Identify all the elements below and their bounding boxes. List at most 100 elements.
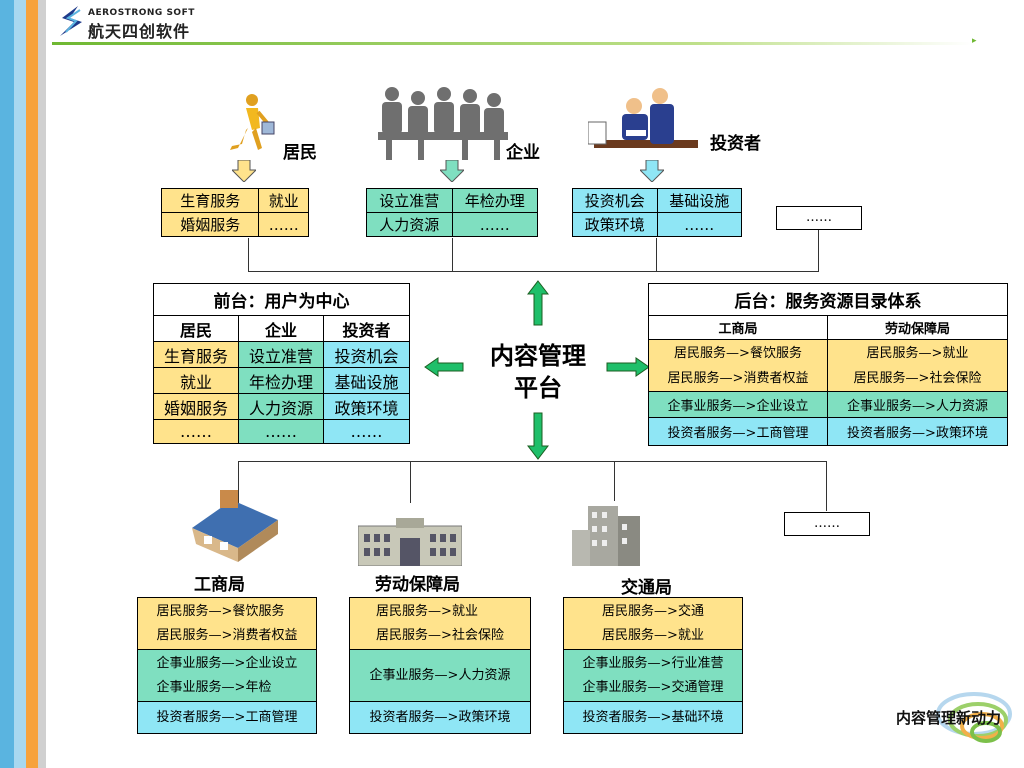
arrow-up-icon — [527, 280, 549, 326]
arrow-left-icon — [424, 357, 464, 377]
investor-desk-icon — [588, 88, 698, 148]
government-building-icon — [358, 518, 462, 566]
connector-line — [452, 238, 453, 272]
box-cell: 投资者服务—>基础环境 — [564, 702, 742, 733]
arrow-down-icon — [232, 160, 256, 182]
swirl-logo-icon — [936, 692, 1012, 743]
top-label-investor: 投资者 — [710, 134, 761, 154]
box-cell: 投资者服务—>政策环境 — [350, 702, 530, 733]
arrow-right-icon — [606, 357, 650, 377]
table-cell: 投资机会 — [323, 341, 410, 368]
box-cell: 投资者服务—>工商管理 — [138, 702, 316, 733]
brand-name-en: AEROSTRONG SOFT — [88, 8, 195, 18]
box-cell: 居民服务—>餐饮服务 居民服务—>消费者权益 — [138, 598, 316, 650]
table-cell: 人力资源 — [238, 393, 324, 420]
center-title-line1: 内容管理 — [490, 341, 586, 370]
decor-stripe-gray — [38, 0, 46, 768]
connector-line — [656, 238, 657, 272]
decor-stripe-orange — [26, 0, 38, 768]
bottom-label-gongshang: 工商局 — [194, 575, 245, 595]
walking-resident-icon — [230, 94, 275, 150]
table-header: 劳动保障局 — [827, 315, 1008, 340]
table-cell: 婚姻服务 — [160, 212, 260, 237]
table-cell: …… — [258, 212, 309, 237]
table-cell: 居民服务—>餐饮服务 居民服务—>消费者权益 — [648, 339, 828, 392]
bottom-logo-text: 内容管理新动力 — [896, 709, 1002, 727]
front-table: 前台：用户为中心 居民 企业 投资者 生育服务设立准营投资机会 就业年检办理基础… — [153, 283, 410, 444]
box-cell: 居民服务—>交通 居民服务—>就业 — [564, 598, 742, 650]
top-table-enterprise: 设立准营年检办理 人力资源…… — [366, 188, 538, 237]
table-cell: 年检办理 — [451, 188, 538, 213]
bottom-box-laodong: 居民服务—>就业 居民服务—>社会保险 企事业服务—>人力资源 投资者服务—>政… — [349, 597, 531, 734]
header-divider — [52, 42, 972, 45]
back-table: 后台：服务资源目录体系 工商局 劳动保障局 居民服务—>餐饮服务 居民服务—>消… — [648, 283, 1008, 446]
table-header: 居民 — [153, 315, 239, 342]
meeting-people-icon — [378, 87, 508, 160]
table-cell: 基础设施 — [323, 367, 410, 394]
top-label-resident: 居民 — [283, 143, 317, 163]
table-cell: 设立准营 — [366, 188, 453, 213]
table-header: 工商局 — [648, 315, 828, 340]
box-cell: 企事业服务—>人力资源 — [350, 650, 530, 702]
bottom-label-laodong: 劳动保障局 — [375, 575, 460, 595]
table-cell: …… — [656, 212, 742, 237]
front-table-title: 前台：用户为中心 — [153, 283, 410, 316]
center-title-line2: 平台 — [514, 373, 562, 402]
connector-line — [238, 461, 239, 521]
decor-stripe-lightblue — [14, 0, 26, 768]
arrow-down-icon — [640, 160, 664, 182]
table-cell: 基础设施 — [656, 188, 742, 213]
table-cell: 投资机会 — [572, 188, 658, 213]
table-cell: 生育服务 — [160, 188, 260, 213]
brand-logo: AEROSTRONG SOFT 航天四创软件 — [56, 4, 216, 41]
table-cell: …… — [153, 419, 239, 444]
table-cell: 投资者服务—>工商管理 — [648, 417, 828, 446]
table-cell: 居民服务—>就业 居民服务—>社会保险 — [827, 339, 1008, 392]
top-table-resident: 生育服务就业 婚姻服务…… — [160, 188, 309, 237]
header-bullet-icon: ▸ — [972, 36, 977, 46]
table-cell: …… — [451, 212, 538, 237]
box-cell: 居民服务—>就业 居民服务—>社会保险 — [350, 598, 530, 650]
top-label-enterprise: 企业 — [506, 143, 540, 163]
table-header: 投资者 — [323, 315, 410, 342]
back-table-title: 后台：服务资源目录体系 — [648, 283, 1008, 316]
table-cell: 投资者服务—>政策环境 — [827, 417, 1008, 446]
connector-line — [248, 271, 819, 272]
connector-line — [410, 461, 411, 503]
bottom-box-gongshang: 居民服务—>餐饮服务 居民服务—>消费者权益 企事业服务—>企业设立 企事业服务… — [137, 597, 317, 734]
table-cell: 企事业服务—>人力资源 — [827, 391, 1008, 418]
table-cell: 年检办理 — [238, 367, 324, 394]
table-cell: 就业 — [258, 188, 309, 213]
table-cell: 生育服务 — [153, 341, 239, 368]
table-cell: 设立准营 — [238, 341, 324, 368]
bottom-more-box: …… — [784, 512, 870, 536]
top-more-box: …… — [776, 206, 862, 230]
office-tower-icon — [572, 506, 640, 566]
arrow-down-icon — [440, 160, 464, 182]
bottom-label-jiaotong: 交通局 — [621, 578, 672, 598]
box-cell: 企事业服务—>企业设立 企事业服务—>年检 — [138, 650, 316, 702]
connector-line — [614, 461, 615, 501]
top-table-investor: 投资机会基础设施 政策环境…… — [572, 188, 742, 237]
house-building-icon — [192, 490, 278, 562]
box-cell: 企事业服务—>行业准营 企事业服务—>交通管理 — [564, 650, 742, 702]
table-cell: 婚姻服务 — [153, 393, 239, 420]
table-header: 企业 — [238, 315, 324, 342]
table-cell: 就业 — [153, 367, 239, 394]
aerostrong-s-logo-icon — [60, 6, 82, 36]
center-title: 内容管理 平台 — [478, 340, 598, 404]
brand-name-cn: 航天四创软件 — [88, 22, 191, 41]
decor-stripe-blue — [0, 0, 14, 768]
table-cell: …… — [238, 419, 324, 444]
connector-line — [826, 461, 827, 511]
connector-line — [248, 238, 249, 272]
table-cell: 政策环境 — [572, 212, 658, 237]
table-cell: 政策环境 — [323, 393, 410, 420]
bottom-box-jiaotong: 居民服务—>交通 居民服务—>就业 企事业服务—>行业准营 企事业服务—>交通管… — [563, 597, 743, 734]
table-cell: 企事业服务—>企业设立 — [648, 391, 828, 418]
table-cell: 人力资源 — [366, 212, 453, 237]
arrow-down-icon — [527, 412, 549, 460]
connector-line — [818, 230, 819, 272]
connector-line — [238, 461, 827, 462]
table-cell: …… — [323, 419, 410, 444]
